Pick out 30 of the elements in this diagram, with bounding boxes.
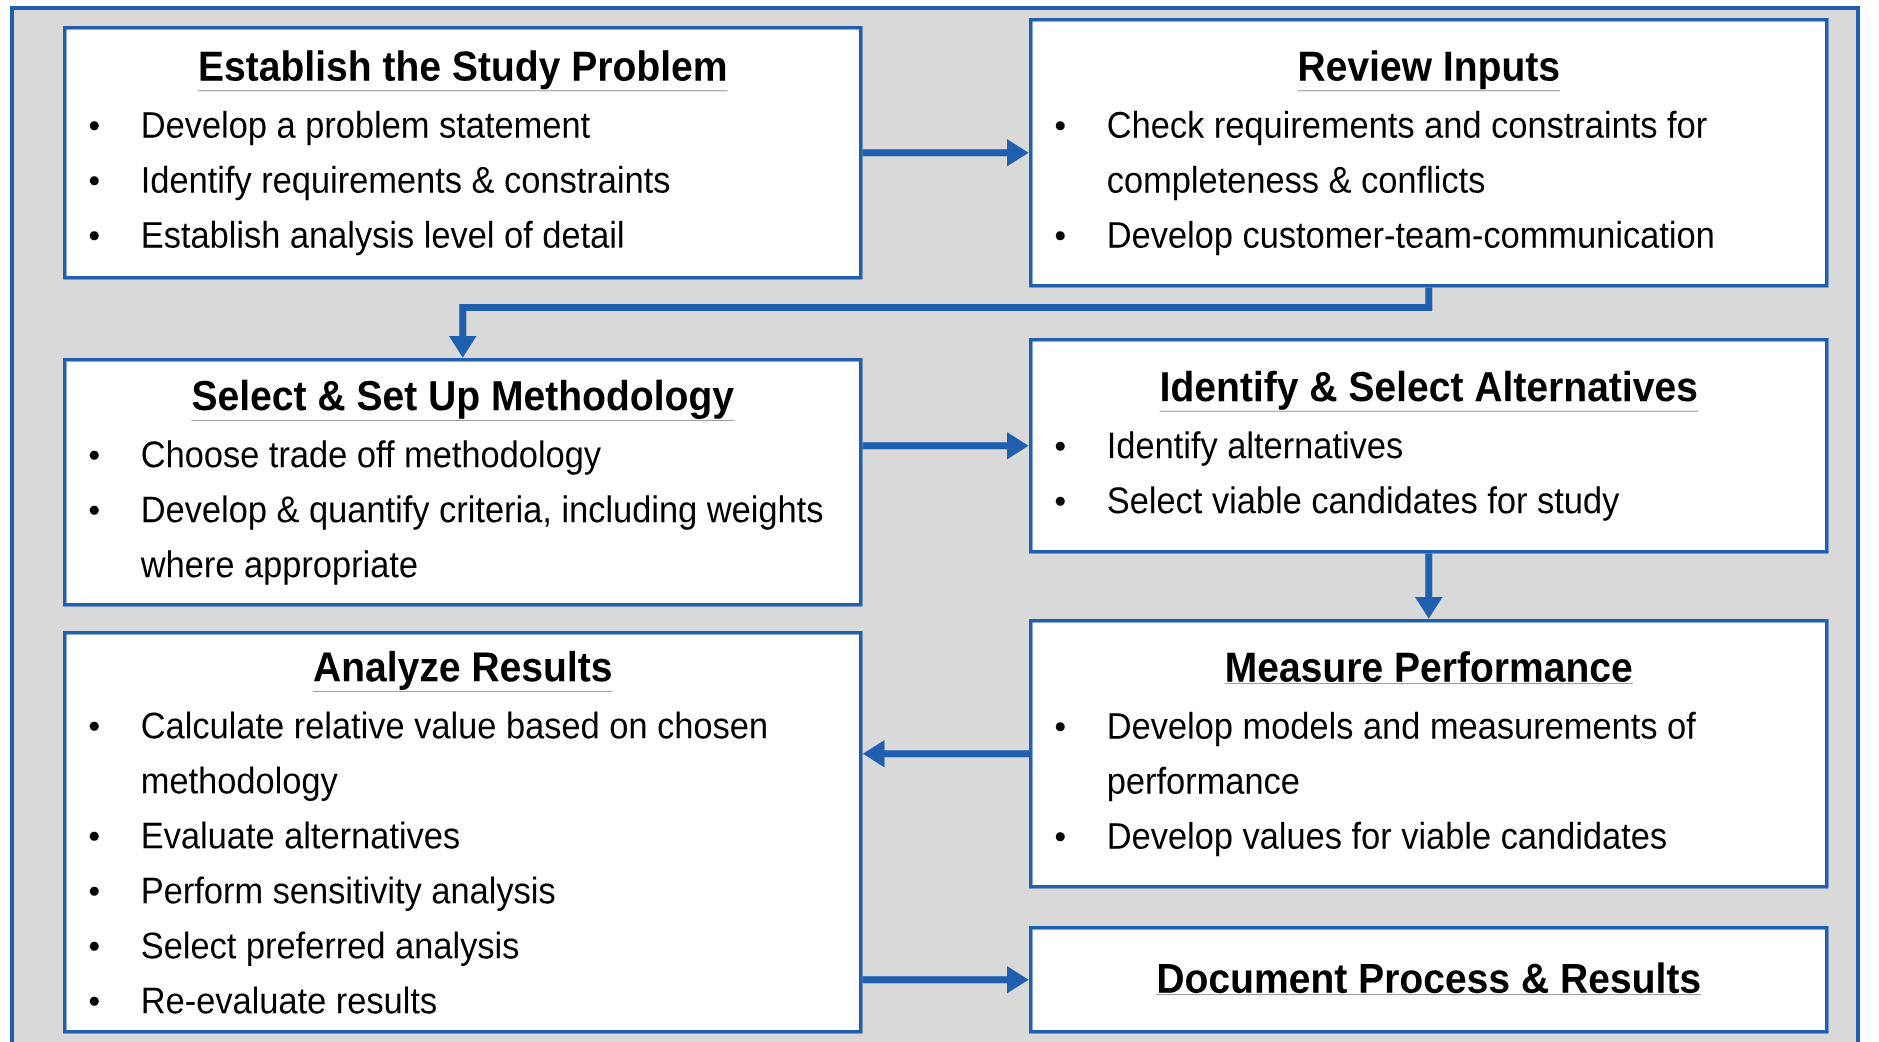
heading: Identify & Select Alternatives xyxy=(1159,370,1699,412)
bullet-text: Select preferred analysis xyxy=(142,931,519,966)
process-box xyxy=(63,631,863,1034)
heading: Review Inputs xyxy=(1297,50,1561,91)
process-box xyxy=(63,26,863,280)
bullet-text: Check requirements and constraints for completeness & conflicts xyxy=(1108,110,1707,201)
heading: Establish the Study Problem xyxy=(197,50,728,91)
bullet-text: Develop & quantify criteria, including weights where appropriate xyxy=(140,495,823,585)
process-box xyxy=(1029,926,1829,1034)
bullet-text: Perform sensitivity analysis xyxy=(143,876,555,911)
bullet-text: Identify requirements & constraints xyxy=(143,165,670,201)
bullet-text: Establish analysis level of detail xyxy=(143,220,623,256)
bullet-text: Develop a problem statement xyxy=(143,110,590,146)
process-box xyxy=(1029,338,1829,554)
heading: Measure Performance xyxy=(1224,651,1634,684)
bullet-text: Develop customer-team-communication xyxy=(1109,220,1713,256)
bullet-text: Evaluate alternatives xyxy=(143,821,459,849)
process-box xyxy=(1029,18,1829,288)
bullet-text: Choose trade off methodology xyxy=(142,440,601,475)
bullet-text: Select viable candidates for study xyxy=(1108,486,1620,521)
heading: Document Process & Results xyxy=(1156,962,1702,995)
bullet-text: Develop values for viable candidates xyxy=(1109,821,1666,857)
bullet-text: Calculate relative value based on chosen methodology xyxy=(142,711,766,801)
heading: Analyze Results xyxy=(312,650,613,692)
bullet-text: Identify alternatives xyxy=(1109,431,1402,466)
process-box xyxy=(1029,619,1829,889)
bullet-text: Re-evaluate results xyxy=(143,986,436,1014)
heading: Select & Set Up Methodology xyxy=(191,379,735,421)
process-box xyxy=(63,358,863,607)
bullet-text: Develop models and measurements of performance xyxy=(1108,711,1696,802)
